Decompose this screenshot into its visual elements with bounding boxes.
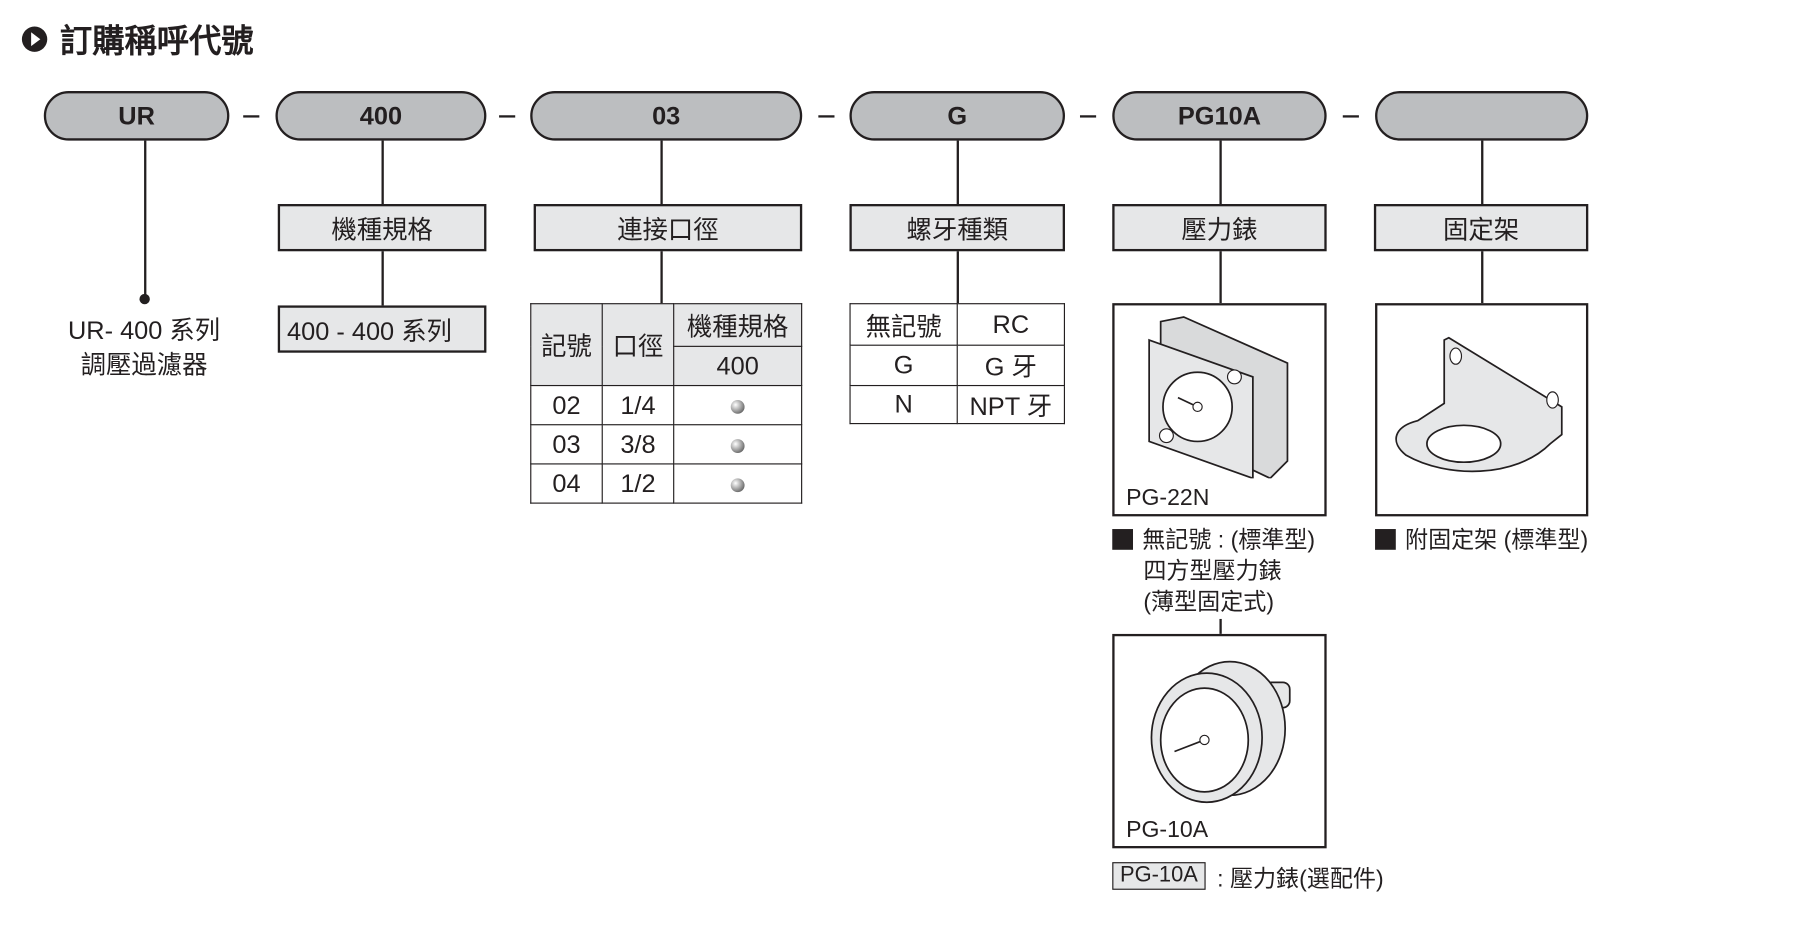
- square-bullet-icon: [1112, 529, 1134, 550]
- play-circle-icon: [21, 26, 48, 52]
- round-gauge-image: PG-10A: [1112, 633, 1327, 849]
- round-gauge-icon: [1150, 660, 1291, 804]
- caption-line2: 四方型壓力錶: [1143, 559, 1282, 585]
- col-size: 口徑: [601, 303, 675, 387]
- series-description: UR- 400 系列 調壓過濾器: [29, 314, 260, 383]
- cell: G: [849, 344, 958, 387]
- cell: 03: [530, 424, 603, 465]
- dash: [499, 115, 516, 117]
- image-label: PG-10A: [1126, 817, 1209, 843]
- connector: [144, 140, 146, 299]
- connector-dot: [139, 293, 150, 305]
- series-line2: 調壓過濾器: [80, 350, 208, 380]
- cell: 1/4: [601, 384, 675, 426]
- bracket-caption: 附固定架 (標準型): [1375, 526, 1588, 557]
- code-pill-model: 400: [275, 91, 487, 141]
- caption-line3: (薄型固定式): [1143, 590, 1275, 616]
- square-gauge-icon: [1148, 316, 1289, 480]
- bracket-icon: [1395, 336, 1563, 473]
- caption-line1: 無記號 : (標準型): [1142, 527, 1316, 554]
- cell: G 牙: [956, 344, 1066, 387]
- cell: 1/2: [601, 463, 675, 504]
- option-text: : 壓力錶(選配件): [1217, 866, 1384, 893]
- code-pill-series: UR: [43, 91, 230, 141]
- code-pill-gauge: PG10A: [1112, 91, 1327, 141]
- series-line1: UR- 400 系列: [67, 315, 221, 345]
- cell: 04: [530, 463, 603, 504]
- connector: [1219, 618, 1222, 634]
- dash: [818, 115, 835, 117]
- col-code: 記號: [530, 303, 603, 387]
- image-label: PG-22N: [1126, 485, 1210, 511]
- square-bullet-icon: [1375, 529, 1396, 550]
- header-bracket: 固定架: [1373, 204, 1589, 252]
- cell: 3/8: [601, 424, 675, 465]
- model-value: 400 - 400 系列: [277, 305, 487, 353]
- dash: [1342, 115, 1359, 117]
- available-dot-icon: [730, 477, 745, 492]
- header-thread: 螺牙種類: [849, 204, 1066, 252]
- dash: [1079, 115, 1097, 117]
- available-dot-icon: [730, 399, 745, 414]
- cell: RC: [956, 303, 1066, 346]
- code-pill-thread: G: [849, 91, 1066, 141]
- bracket-caption-text: 附固定架 (標準型): [1405, 527, 1589, 554]
- dash: [243, 115, 260, 117]
- available-dot-icon: [730, 438, 745, 453]
- col-model-400: 400: [673, 345, 803, 387]
- option-code-tag: PG-10A: [1112, 862, 1206, 890]
- cell: 02: [530, 384, 603, 426]
- header-gauge: 壓力錶: [1112, 204, 1327, 252]
- title-text: 訂購稱呼代號: [59, 23, 254, 59]
- header-model: 機種規格: [277, 204, 487, 252]
- page-title: 訂購稱呼代號: [21, 16, 254, 62]
- cell: N: [849, 384, 958, 425]
- header-port: 連接口徑: [533, 204, 803, 252]
- code-pill-port: 03: [530, 91, 803, 141]
- cell: NPT 牙: [956, 384, 1066, 425]
- col-model: 機種規格: [673, 303, 803, 347]
- code-pill-bracket: [1375, 91, 1589, 141]
- square-gauge-image: PG-22N: [1112, 303, 1327, 517]
- cell: 無記號: [849, 303, 958, 346]
- bracket-image: [1375, 303, 1589, 517]
- gauge-caption: 無記號 : (標準型) 四方型壓力錶 (薄型固定式): [1112, 526, 1315, 619]
